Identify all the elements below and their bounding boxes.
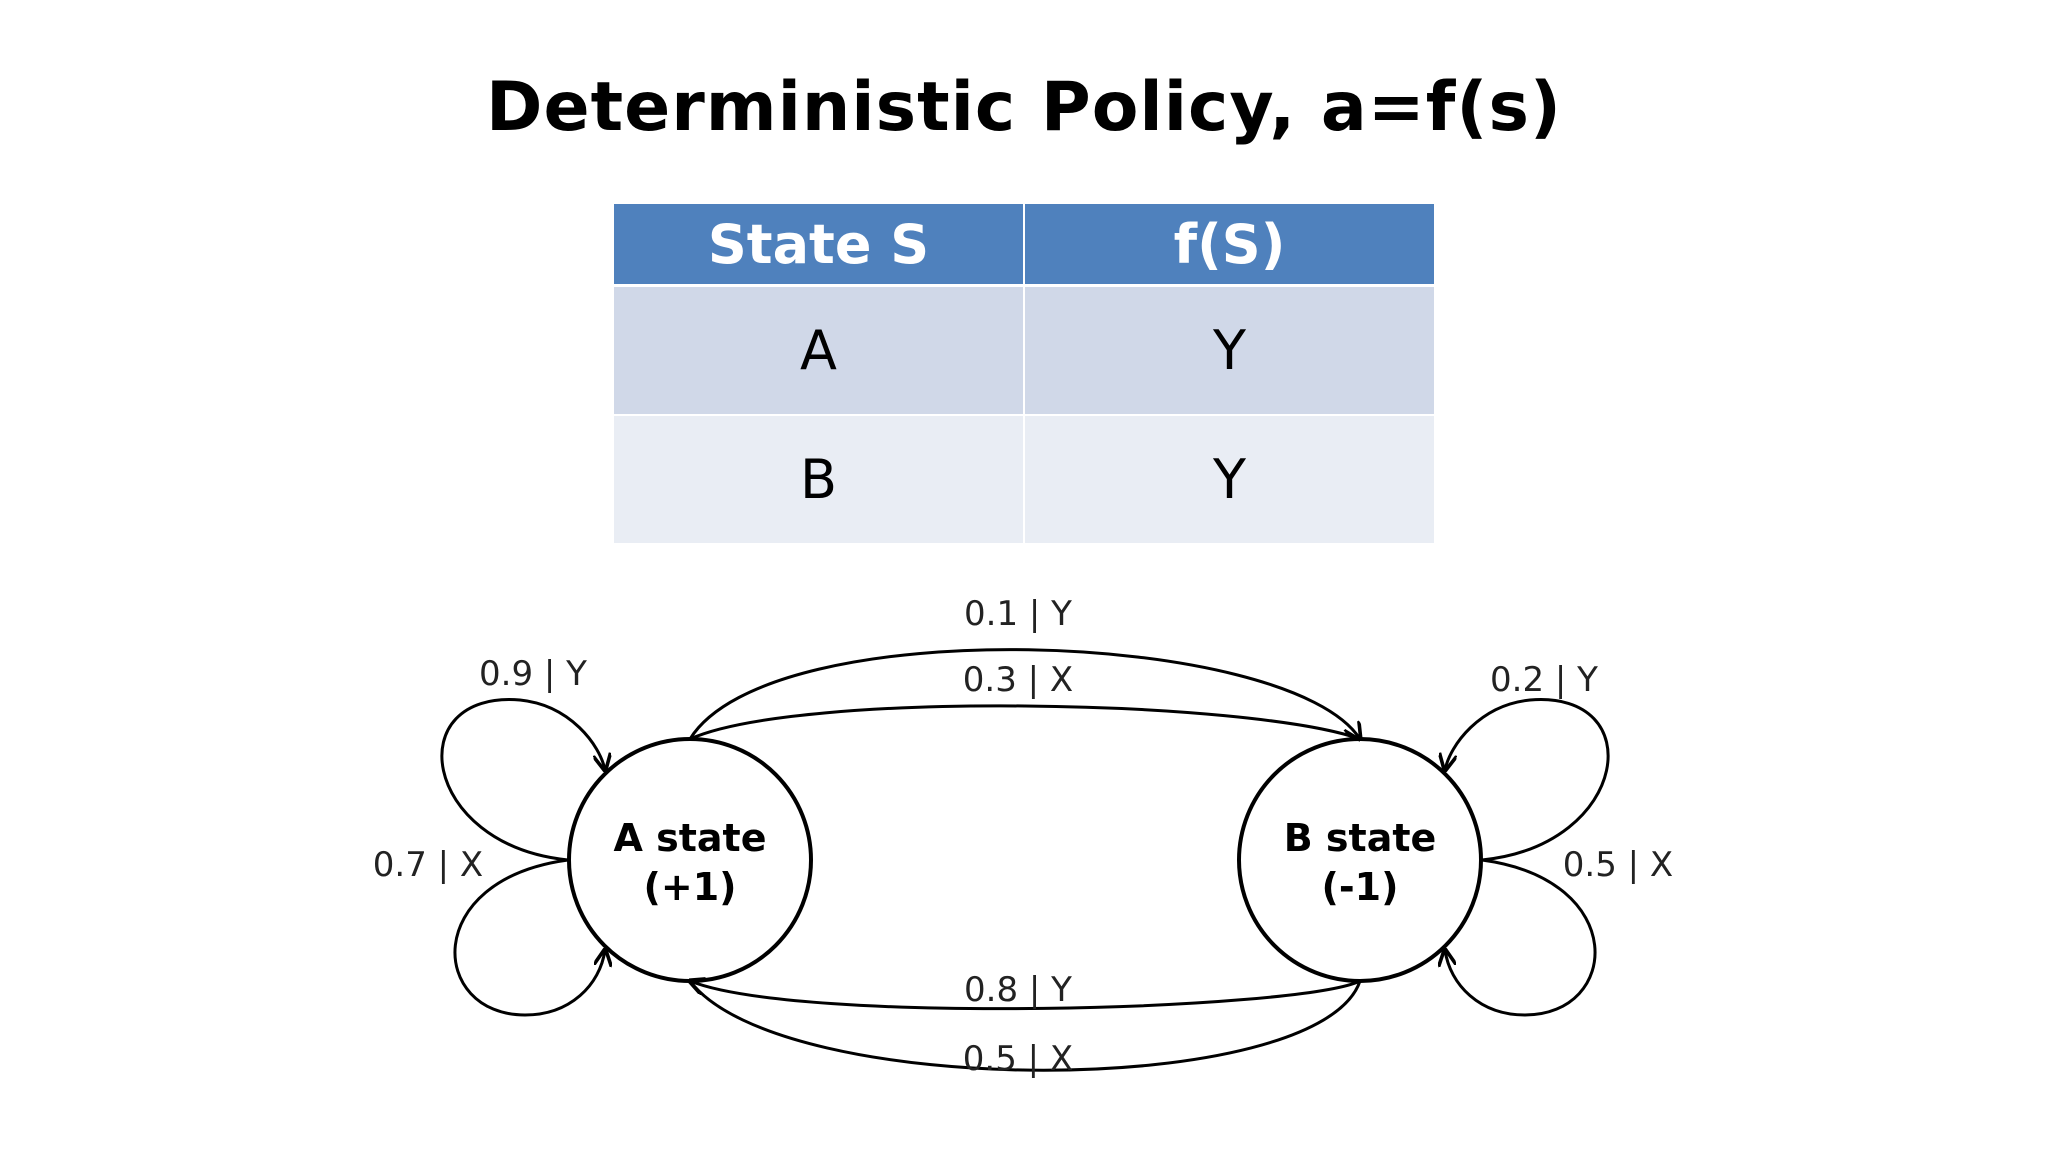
label-b-to-a-x: 0.5 | X: [963, 1039, 1073, 1079]
edge-a-to-b-x: [689, 704, 1361, 741]
cell-action-a: Y: [1024, 285, 1434, 416]
table-row: A Y: [614, 285, 1434, 416]
cell-state-b: B: [614, 415, 1025, 545]
node-b-reward: (-1): [1322, 865, 1399, 909]
edge-b-self-y: [1445, 698, 1610, 862]
label-b-self-y: 0.2 | Y: [1490, 660, 1598, 700]
node-a-reward: (+1): [643, 865, 736, 909]
node-b-circle: [1237, 737, 1483, 983]
label-a-self-x: 0.7 | X: [373, 845, 483, 885]
edge-a-self-x: [453, 858, 605, 1017]
label-a-to-b-x: 0.3 | X: [963, 660, 1073, 700]
header-action: f(S): [1024, 204, 1434, 287]
table-row: B Y: [614, 415, 1434, 545]
table-header-row: State S f(S): [614, 204, 1434, 287]
slide-title: Deterministic Policy, a=f(s): [486, 68, 1562, 147]
label-b-self-x: 0.5 | X: [1563, 845, 1673, 885]
node-a-circle: [567, 737, 813, 983]
edge-b-to-a-x: [688, 980, 1362, 1072]
node-a-state: A state (+1): [567, 737, 813, 983]
edge-b-to-a-y: [690, 981, 1361, 1011]
cell-action-b: Y: [1024, 415, 1434, 545]
edge-a-self-y: [440, 698, 605, 862]
edge-a-to-b-y: [688, 648, 1360, 739]
node-b-label: B state: [1284, 816, 1437, 860]
label-a-self-y: 0.9 | Y: [479, 654, 587, 694]
label-b-to-a-y: 0.8 | Y: [964, 970, 1072, 1010]
node-b-state: B state (-1): [1237, 737, 1483, 983]
header-state: State S: [614, 204, 1025, 287]
label-a-to-b-y: 0.1 | Y: [964, 594, 1072, 634]
edge-b-self-x: [1445, 858, 1597, 1017]
cell-state-a: A: [614, 285, 1025, 416]
policy-table: State S f(S) A Y B Y: [614, 204, 1434, 545]
node-a-label: A state: [613, 816, 766, 860]
